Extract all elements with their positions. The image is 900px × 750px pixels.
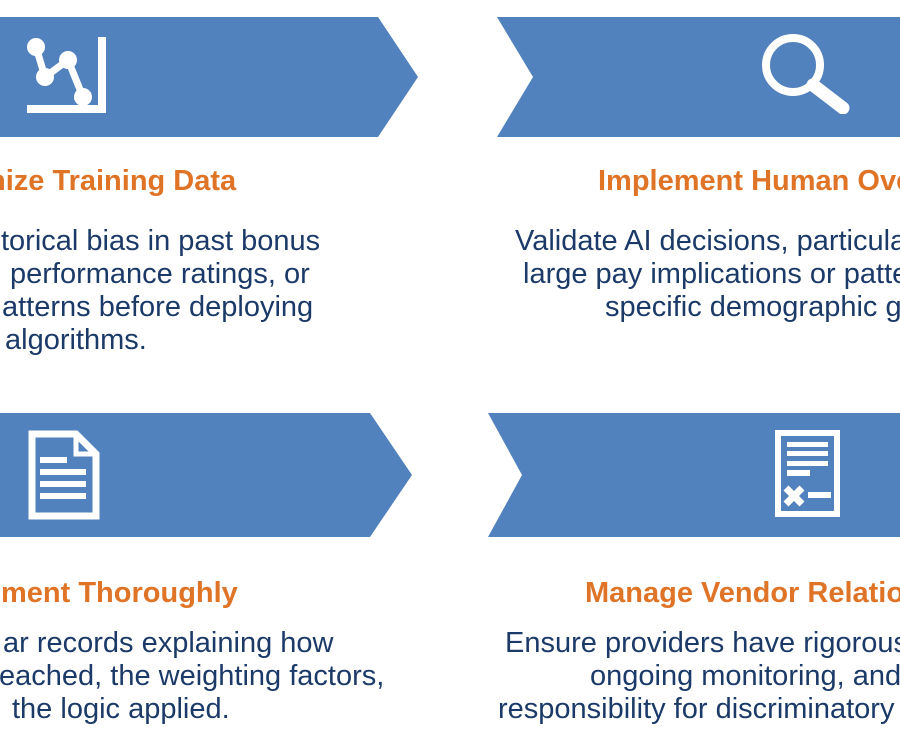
step4-line-3: responsibility for discriminatory xyxy=(498,693,895,725)
step1-line-4: algorithms. xyxy=(5,324,147,356)
step4-title: Manage Vendor Relation xyxy=(585,577,900,609)
step3-line-1: ar records explaining how xyxy=(3,627,334,659)
line-chart-icon xyxy=(27,37,107,119)
step2-title: Implement Human Ove xyxy=(598,165,900,197)
contract-icon xyxy=(775,430,840,522)
step3-line-3: the logic applied. xyxy=(12,693,230,725)
step1-line-1: torical bias in past bonus xyxy=(1,225,321,257)
step1-line-2: performance ratings, or xyxy=(10,258,310,290)
step2-line-1: Validate AI decisions, particula xyxy=(515,225,900,257)
step3-title: ment Thoroughly xyxy=(1,577,238,609)
step1-line-3: atterns before deploying xyxy=(2,291,314,323)
document-icon xyxy=(28,430,100,525)
step4-line-2: ongoing monitoring, and xyxy=(590,660,900,692)
step2-line-3: specific demographic g xyxy=(605,291,900,323)
step2-line-2: large pay implications or patte xyxy=(523,258,900,290)
step3-arrow-banner xyxy=(0,413,414,537)
step3-line-2: eached, the weighting factors, xyxy=(0,660,385,692)
step2-chevron-banner xyxy=(497,17,900,137)
step1-title: nize Training Data xyxy=(0,165,237,197)
step4-line-1: Ensure providers have rigorous xyxy=(505,627,900,659)
magnifier-icon xyxy=(760,32,850,119)
